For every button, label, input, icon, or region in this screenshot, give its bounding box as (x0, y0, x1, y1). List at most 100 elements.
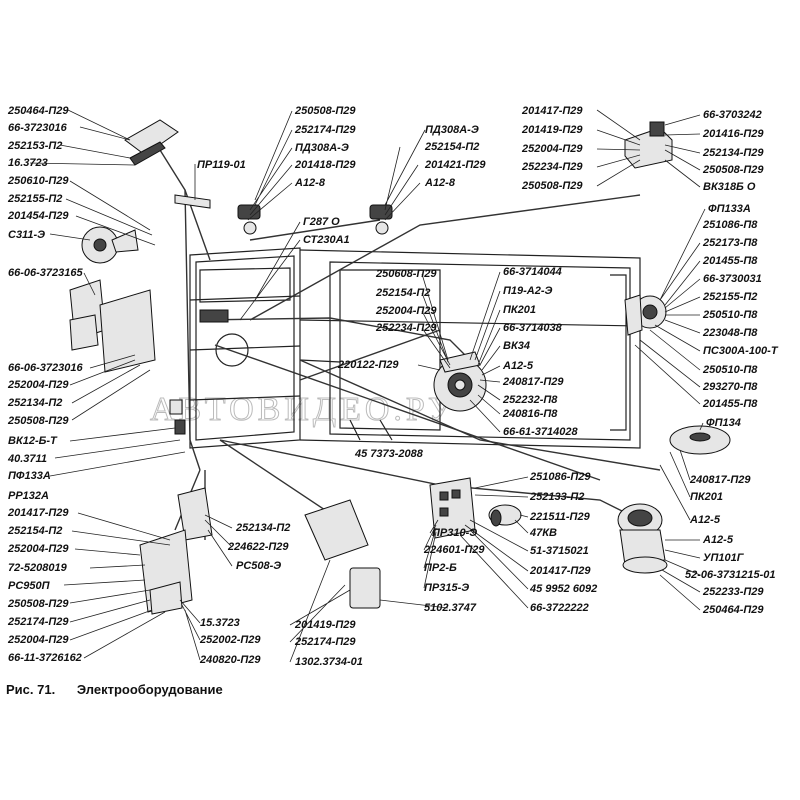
label: 240820-П29 (199, 654, 261, 666)
relay-rs508 (177, 487, 213, 541)
label: 45 7373-2088 (354, 448, 424, 460)
label: 66-3723016 (8, 122, 68, 134)
label: 66-3714044 (503, 266, 562, 278)
label: ПД308А-Э (295, 142, 349, 154)
label: 52-06-3731215-01 (685, 569, 776, 581)
label: 16.3723 (8, 157, 48, 169)
components (69, 119, 731, 615)
switch-vk12 (174, 419, 186, 435)
label: 252004-П29 (375, 305, 437, 317)
label: 51-3715021 (530, 545, 589, 557)
figure-caption: Рис. 71. Электрооборудование (6, 682, 241, 697)
label: А12-5 (689, 514, 721, 526)
label: 293270-П8 (702, 381, 758, 393)
label: 252134-П2 (7, 397, 62, 409)
figure-number: Рис. 71. (6, 682, 56, 697)
label: 252004-П29 (521, 143, 583, 155)
label: 250510-П8 (702, 364, 758, 376)
device-up101g (617, 503, 668, 574)
label: ВК318Б О (703, 181, 756, 193)
label: ВК34 (503, 340, 530, 352)
label: 66-06-3723016 (8, 362, 84, 374)
label: 252155-П2 (7, 193, 62, 205)
label: РС508-Э (236, 560, 281, 572)
label: 250508-П29 (7, 415, 69, 427)
label: 250464-П29 (702, 604, 764, 616)
label: А12-8 (294, 177, 326, 189)
label: ПР2-Б (424, 562, 457, 574)
label: 252155-П2 (702, 291, 757, 303)
unit-5102 (349, 567, 381, 609)
label: 250464-П29 (7, 105, 69, 117)
label: 252154-П2 (375, 287, 430, 299)
label: ПФ133А (8, 470, 51, 482)
label: 224601-П29 (423, 544, 485, 556)
label: 66-06-3723165 (8, 267, 84, 279)
part-labels: 250464-П29 66-3723016 252153-П2 16.3723 … (7, 105, 779, 668)
label: 252002-П29 (199, 634, 261, 646)
label: 252233-П29 (702, 586, 764, 598)
label: ФП134 (706, 417, 741, 429)
label: 252174-П29 (294, 636, 356, 648)
label: ПК201 (503, 304, 536, 316)
label: 250508-П29 (702, 164, 764, 176)
label: ПР119-01 (197, 159, 246, 171)
label: 15.3723 (200, 617, 240, 629)
control-box-1302 (304, 499, 369, 561)
label: 224622-П29 (227, 541, 289, 553)
label: 250508-П29 (7, 598, 69, 610)
label: 252004-П29 (7, 379, 69, 391)
label: 72-5208019 (8, 562, 68, 574)
figure-title: Электрооборудование (76, 682, 223, 697)
label: РР132А (8, 490, 49, 502)
headlight-unit (124, 119, 179, 156)
label: 240817-П29 (689, 474, 751, 486)
label: 251086-П8 (702, 219, 758, 231)
label: СТ230А1 (303, 234, 350, 246)
label: А12-5 (502, 360, 534, 372)
label: 252174-П29 (294, 124, 356, 136)
label: 201417-П29 (521, 105, 583, 117)
label: 66-3730031 (703, 273, 762, 285)
label: 201416-П29 (702, 128, 764, 140)
leader-lines (29, 109, 706, 663)
label: 201419-П29 (521, 124, 583, 136)
label: 252173-П8 (702, 237, 758, 249)
label: 252154-П2 (7, 525, 62, 537)
label: 240817-П29 (502, 376, 564, 388)
label: 240816-П8 (502, 408, 558, 420)
label: 201418-П29 (294, 159, 356, 171)
label: 221511-П29 (529, 511, 591, 523)
label: 47КВ (529, 527, 557, 539)
label: 252134-П29 (702, 147, 764, 159)
label: 66-61-3714028 (503, 426, 579, 438)
label: 66-11-3726162 (8, 652, 82, 664)
label: 252134-П2 (235, 522, 290, 534)
label: 250508-П29 (521, 180, 583, 192)
label: 250608-П29 (375, 268, 437, 280)
label: 201421-П29 (424, 159, 486, 171)
label: 45 9952 6092 (529, 583, 597, 595)
label: 250610-П29 (7, 175, 69, 187)
connector-block (129, 141, 166, 166)
label: 250510-П8 (702, 309, 758, 321)
label: 5102.3747 (424, 602, 477, 614)
label: ПК201 (690, 491, 723, 503)
label: ПС300А-100-Т (703, 345, 779, 357)
label: 66-3703242 (703, 109, 762, 121)
label: РС950П (8, 580, 51, 592)
label: 252232-П8 (502, 394, 558, 406)
label: 251086-П29 (529, 471, 591, 483)
label: 201419-П29 (294, 619, 356, 631)
label: 252234-П29 (521, 161, 583, 173)
label: ПР315-Э (424, 582, 469, 594)
label: ПД308А-Э (425, 124, 479, 136)
sensor-pd308-2 (369, 204, 393, 235)
relay-47kv (488, 504, 522, 527)
label: 66-3722222 (530, 602, 589, 614)
label: 252154-П2 (424, 141, 479, 153)
label: ПР310-Э (432, 527, 477, 539)
generator (199, 309, 229, 323)
watermark: АВТОВИДЕО.РУ (150, 391, 456, 428)
